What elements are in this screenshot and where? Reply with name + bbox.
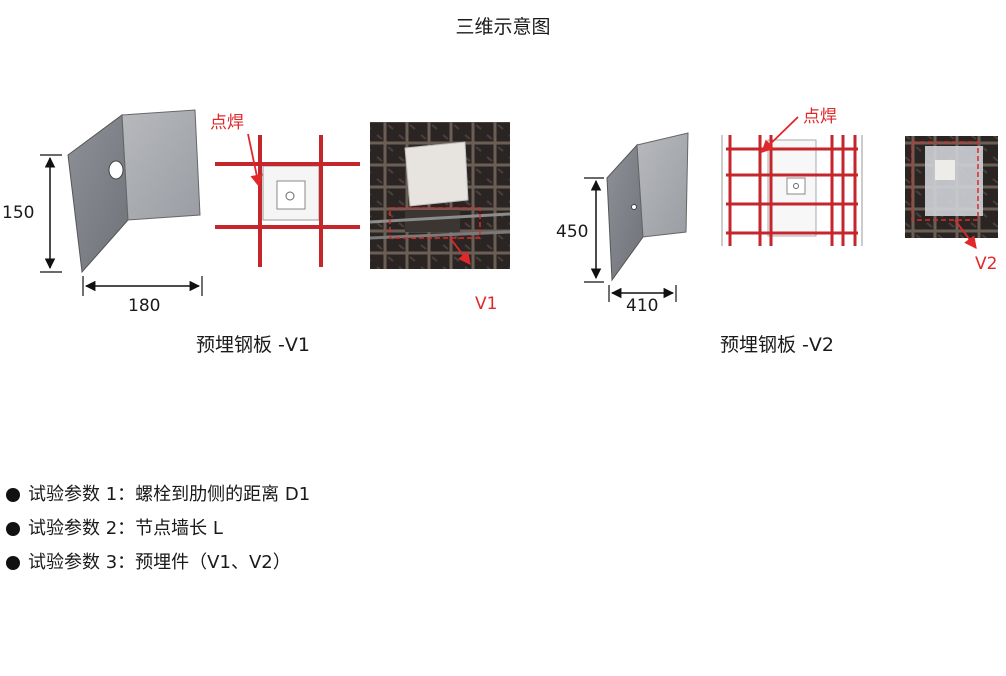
page-title: 三维示意图 xyxy=(455,16,551,38)
v2-caption: 预埋钢板 -V2 xyxy=(720,334,834,356)
v2-rebar-plan xyxy=(721,116,863,246)
v2-plate-3d xyxy=(606,132,689,282)
list-item-text: 试验参数 3：预埋件（V1、V2） xyxy=(28,552,291,573)
list-item: 试验参数 3：预埋件（V1、V2） xyxy=(6,546,310,580)
parameter-list: 试验参数 1：螺栓到肋侧的距离 D1 试验参数 2：节点墙长 L 试验参数 3：… xyxy=(6,478,310,580)
v1-width-label: 180 xyxy=(128,296,161,316)
list-item-text: 试验参数 1：螺栓到肋侧的距离 D1 xyxy=(28,484,311,505)
v2-width-label: 410 xyxy=(626,296,659,316)
v1-height-label: 150 xyxy=(2,203,35,223)
bullet-icon xyxy=(6,488,20,502)
v2-site-photo xyxy=(905,136,998,250)
list-item: 试验参数 2：节点墙长 L xyxy=(6,512,310,546)
bullet-icon xyxy=(6,556,20,570)
v1-rebar-plan xyxy=(215,133,360,267)
v1-caption: 预埋钢板 -V1 xyxy=(196,334,310,356)
bolt-hole-icon xyxy=(631,204,637,210)
v1-weld-label: 点焊 xyxy=(210,113,244,133)
list-item: 试验参数 1：螺栓到肋侧的距离 D1 xyxy=(6,478,310,512)
v1-dimension-lines xyxy=(40,154,203,296)
v2-height-label: 450 xyxy=(556,222,589,242)
v2-photo-label: V2 xyxy=(975,254,998,274)
v1-site-photo xyxy=(369,122,511,269)
v2-weld-label: 点焊 xyxy=(803,107,837,127)
bullet-icon xyxy=(6,522,20,536)
v2-dimension-lines xyxy=(584,177,677,302)
v1-photo-label: V1 xyxy=(475,294,498,314)
list-item-text: 试验参数 2：节点墙长 L xyxy=(28,518,223,539)
v1-plate-3d xyxy=(67,109,201,274)
bolt-hole-icon xyxy=(108,160,124,180)
